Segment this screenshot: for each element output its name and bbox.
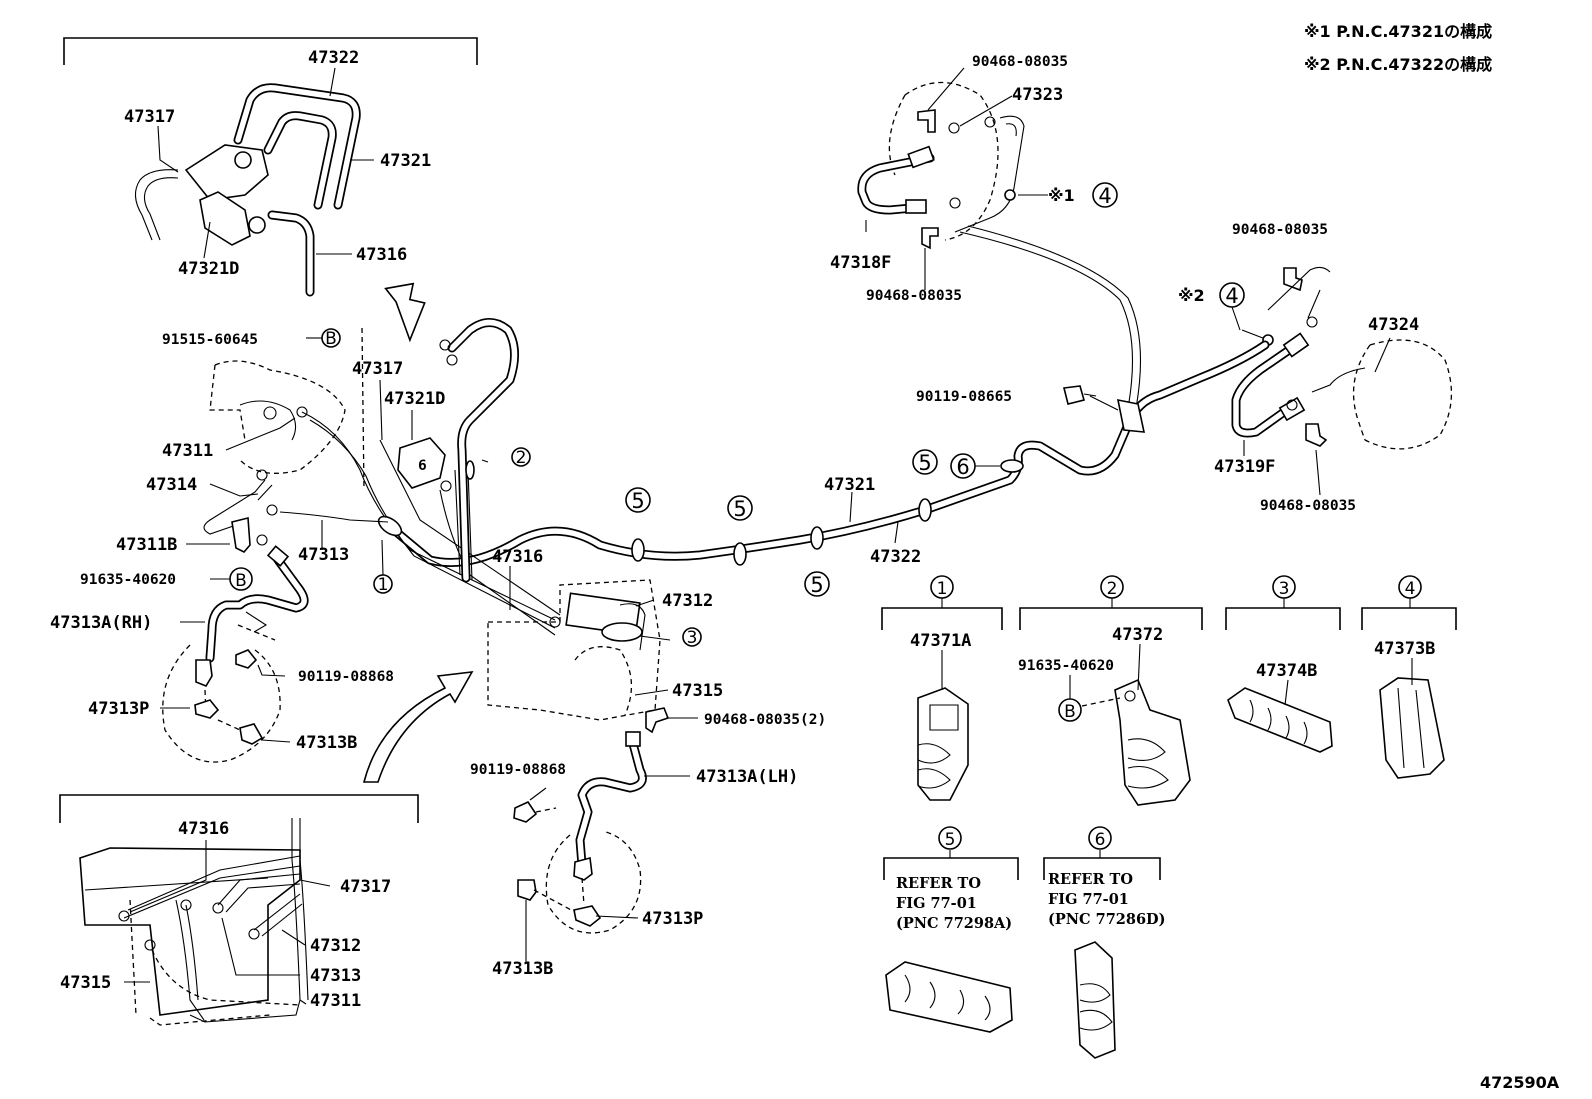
circled-markers: B B B 1 2 3 5 5 5 5 6 ※1 4 ※2 4 1 2 3 xyxy=(229,182,1422,850)
label-47313-inset: 47313 xyxy=(310,966,361,986)
marker-b-top: B xyxy=(325,329,337,349)
label-47319F: 47319F xyxy=(1214,457,1275,477)
label-47322-main: 47322 xyxy=(870,547,921,567)
marker-3-main: 3 xyxy=(687,628,698,648)
label-47374B: 47374B xyxy=(1256,661,1317,681)
label-47372: 47372 xyxy=(1112,625,1163,645)
label-47315-mid: 47315 xyxy=(672,681,723,701)
refer6-line1: REFER TO xyxy=(1048,871,1133,888)
label-90468-08035-2: 90468-08035(2) xyxy=(704,712,826,728)
label-47371A: 47371A xyxy=(910,631,971,651)
refer6-line2: FIG 77-01 xyxy=(1048,891,1129,908)
clip-marker-2: 2 xyxy=(1107,579,1118,599)
marker-1-main: 1 xyxy=(378,575,389,595)
label-47321D-mid: 47321D xyxy=(384,389,445,409)
marker-b-left: B xyxy=(235,571,247,591)
label-47313: 47313 xyxy=(298,545,349,565)
marker-5-b: 5 xyxy=(733,497,746,521)
label-47313P-bottom: 47313P xyxy=(642,909,703,929)
label-47316-inset: 47316 xyxy=(178,819,229,839)
marker-4-right: 4 xyxy=(1225,284,1238,308)
label-47313A-rh: 47313A(RH) xyxy=(50,613,152,633)
label-47317-inset: 47317 xyxy=(340,877,391,897)
rear-right-brake xyxy=(1231,266,1453,496)
label-90119-08665: 90119-08665 xyxy=(916,389,1012,405)
label-47311: 47311 xyxy=(162,441,213,461)
refer5-line1: REFER TO xyxy=(896,875,981,892)
inset-bottom-left xyxy=(59,794,419,1026)
main-brake-tube xyxy=(383,225,1270,567)
svg-text:6: 6 xyxy=(418,458,427,474)
refer5-line3: (PNC 77298A) xyxy=(896,915,1012,932)
label-47321-top: 47321 xyxy=(380,151,431,171)
marker-5-a: 5 xyxy=(631,489,644,513)
label-90468-08035-tl: 90468-08035 xyxy=(972,54,1068,70)
marker-5-d: 5 xyxy=(918,451,931,475)
refer-notes: REFER TO FIG 77-01 (PNC 77298A) REFER TO… xyxy=(896,871,1166,932)
inset-top-left xyxy=(63,37,478,297)
rear-left-brake xyxy=(857,67,1048,290)
label-47315-inset: 47315 xyxy=(60,973,111,993)
label-47316-top: 47316 xyxy=(356,245,407,265)
label-47313A-lh: 47313A(LH) xyxy=(696,767,798,787)
label-90468-08035-tb: 90468-08035 xyxy=(866,288,962,304)
label-90119-08868-left: 90119-08868 xyxy=(298,669,394,685)
label-90119-08868-bottom: 90119-08868 xyxy=(470,762,566,778)
marker-5-c: 5 xyxy=(810,573,823,597)
note-1: ※1 P.N.C.47321の構成 xyxy=(1304,22,1492,41)
clip-marker-5: 5 xyxy=(945,830,956,850)
clip-marker-1: 1 xyxy=(937,579,948,599)
label-47318F: 47318F xyxy=(830,253,891,273)
clip-details xyxy=(881,598,1457,1059)
refer5-line2: FIG 77-01 xyxy=(896,895,977,912)
label-90468-08035-rt: 90468-08035 xyxy=(1232,222,1328,238)
note-2: ※2 P.N.C.47322の構成 xyxy=(1304,55,1492,74)
clip-marker-6: 6 xyxy=(1095,830,1106,850)
refer6-line3: (PNC 77286D) xyxy=(1048,911,1166,928)
marker-4-top: 4 xyxy=(1098,184,1111,208)
label-91635-40620-left: 91635-40620 xyxy=(80,572,176,588)
label-47313P-left: 47313P xyxy=(88,699,149,719)
label-91515-60645: 91515-60645 xyxy=(162,332,258,348)
note-marker-1: ※1 xyxy=(1048,186,1075,205)
label-47311-inset: 47311 xyxy=(310,991,361,1011)
marker-2-main: 2 xyxy=(516,448,527,468)
label-47316-mid: 47316 xyxy=(492,547,543,567)
label-47312-mid: 47312 xyxy=(662,591,713,611)
label-47324: 47324 xyxy=(1368,315,1419,335)
label-91635-40620-clip: 91635-40620 xyxy=(1018,658,1114,674)
label-90468-08035-rb: 90468-08035 xyxy=(1260,498,1356,514)
label-47312-inset: 47312 xyxy=(310,936,361,956)
label-47317-mid: 47317 xyxy=(352,359,403,379)
label-47322-top: 47322 xyxy=(308,48,359,68)
marker-b-clip: B xyxy=(1064,702,1076,722)
master-cylinder-area: 6 xyxy=(160,282,698,962)
label-47323: 47323 xyxy=(1012,85,1063,105)
label-47311B: 47311B xyxy=(116,535,177,555)
label-47313B-left: 47313B xyxy=(296,733,357,753)
clip-marker-4: 4 xyxy=(1405,579,1416,599)
clip-marker-3: 3 xyxy=(1279,579,1290,599)
marker-6-main: 6 xyxy=(956,455,969,479)
part-labels: 47322 47317 47321 47316 47321D 91515-606… xyxy=(50,48,1435,1011)
label-47321D-top: 47321D xyxy=(178,259,239,279)
label-47321-main: 47321 xyxy=(824,475,875,495)
label-47314: 47314 xyxy=(146,475,197,495)
label-47313B-bottom: 47313B xyxy=(492,959,553,979)
diagram-id: 472590A xyxy=(1480,1073,1560,1092)
note-marker-2: ※2 xyxy=(1178,286,1205,305)
label-47317-top: 47317 xyxy=(124,107,175,127)
label-47373B: 47373B xyxy=(1374,639,1435,659)
